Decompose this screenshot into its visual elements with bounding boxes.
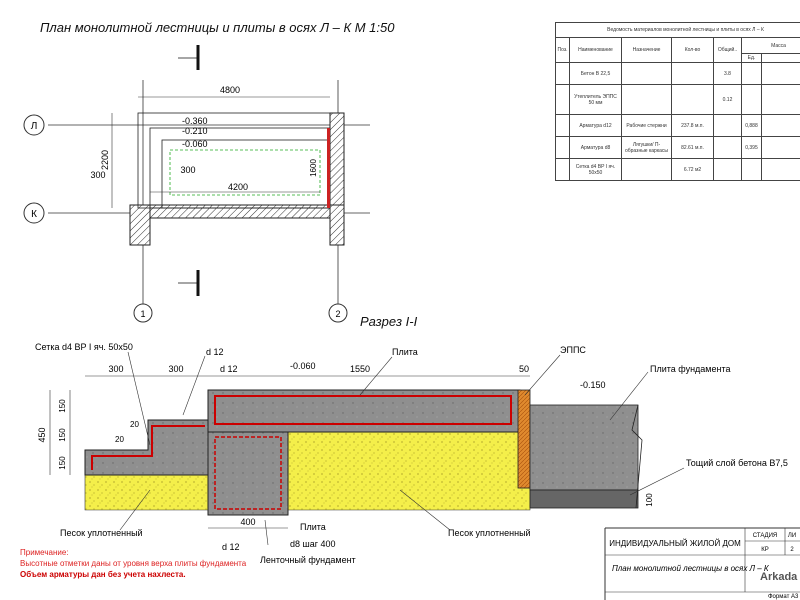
notes: Примечание: Высотные отметки даны от уро… [20,547,246,580]
section-break-line [631,404,643,509]
stamp-stage-label: СТАДИЯ [753,533,778,539]
spec-cell [760,158,800,181]
spec-cell: Сетка d4 BP I яч. 50х50 [569,158,622,181]
plan-plate-outer [137,112,331,209]
axis-label-l: Л [31,121,38,132]
axis-label-1: 1 [140,309,145,319]
label-plate: Плита [392,347,418,357]
leader-strip [264,519,269,546]
label-sand-left: Песок уплотненный [60,528,143,538]
leader-epps [524,354,561,396]
section-thin-layer [529,489,639,509]
dim-300b: 300 [168,364,183,374]
plan-title: План монолитной лестницы и плиты в осях … [40,20,395,35]
label-d8: d8 шаг 400 [290,539,336,549]
label-mesh: Сетка d4 BP I яч. 50х50 [35,342,133,352]
dim-4800: 4800 [220,85,240,95]
plan-strip-found [169,149,321,196]
stamp-format: Формат А3 [768,594,799,600]
plan-red-edge [327,128,330,208]
label-sand-right: Песок уплотненный [448,528,531,538]
notes-line2: Объем арматуры дан без учета нахлеста. [20,570,186,579]
spec-header: Кол-во [671,37,714,63]
label-d12-left: d 12 [220,364,238,374]
dim-2200: 2200 [100,150,110,170]
label-epps: ЭППС [560,345,586,355]
label-strip-found: Ленточный фундамент [260,555,356,565]
plan-wall-bottomleft [129,204,151,246]
dim-20b: 20 [115,435,124,444]
axis-bubble-1 [133,303,153,323]
label-d12-bottom: d 12 [222,542,240,552]
label-plate-bottom: Плита [300,522,326,532]
leader-sand-left [119,489,151,531]
stamp-stage: КР [761,547,769,553]
dim-20a: 20 [130,420,139,429]
section-found-plate [529,404,639,491]
leader-plate [359,356,393,396]
dim-400: 400 [240,517,255,527]
dim-inner-300: 300 [180,165,195,175]
stamp-project: ИНДИВИДУАЛЬНЫЙ ЖИЛОЙ ДОМ [609,539,741,548]
section-stairs [84,419,211,476]
level-2: -0.210 [182,126,208,136]
rebar-stairs [91,425,205,470]
dim-1550: 1550 [350,364,370,374]
spec-cell [760,84,800,115]
spec-cell [671,84,714,115]
level-1: -0.360 [182,116,208,126]
rebar-strip [214,436,282,510]
axis-label-k: К [31,209,37,220]
spec-cell: 6.72 м2 [671,158,714,181]
dim-450: 450 [37,427,47,442]
label-thin-layer: Тощий слой бетона В7,5 [686,458,788,468]
leader-thin [629,467,685,496]
leader-d12a [182,355,206,416]
dim-300a: 300 [108,364,123,374]
dim-1600: 1600 [309,159,318,177]
level-3: -0.060 [182,139,208,149]
dim-50: 50 [519,364,529,374]
rebar-plate [214,395,512,425]
stamp-drawing: План монолитной лестницы в осях Л – К [612,564,770,573]
dim-150b: 150 [58,428,67,442]
dim-150c: 150 [58,456,67,470]
section-epps [517,389,531,489]
plan-wall-bottomright [329,204,345,246]
dim-4200: 4200 [228,182,248,192]
section-title: Разрез I-I [360,314,418,329]
leader-sand-right [399,489,451,531]
axis-bubble-2 [328,303,348,323]
notes-heading: Примечание: [20,548,69,557]
dim-100: 100 [645,493,654,507]
section-strip-foundation [207,431,289,516]
stamp-company: Arkada [760,571,798,583]
dim-left-300: 300 [90,170,105,180]
axis-label-2: 2 [335,309,340,319]
leader-mesh [127,351,151,446]
label-d12-top: d 12 [206,347,224,357]
label-plate-found: Плита фундамента [650,364,731,374]
notes-line1: Высотные отметки даны от уровня верха пл… [20,559,247,568]
stamp-sheet-label: ЛИ [788,533,796,539]
stamp-sheet-num: 2 [790,547,794,553]
level-right: -0.150 [580,380,606,390]
axis-bubble-l [23,114,45,136]
leader-found-plate [609,371,649,421]
axis-bubble-k [23,202,45,224]
level-top: -0.060 [290,361,316,371]
materials-spec: Ведомость материалов монолитной лестницы… [554,22,800,190]
dim-150a: 150 [58,399,67,413]
